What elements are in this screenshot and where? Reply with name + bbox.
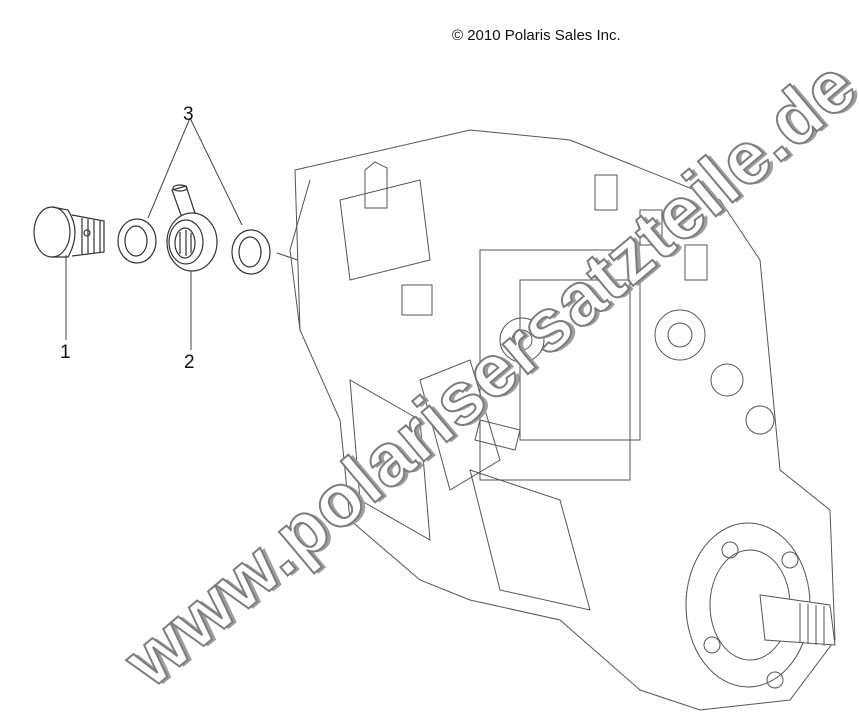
banjo-bolt-drawing xyxy=(33,206,105,258)
injection-pump-drawing xyxy=(289,129,836,711)
callout-1: 1 xyxy=(60,342,71,363)
copyright-text: © 2010 Polaris Sales Inc. xyxy=(452,27,621,44)
callout-3: 3 xyxy=(183,104,194,125)
banjo-fitting-drawing xyxy=(166,184,218,272)
sealing-washer-drawing xyxy=(117,218,271,275)
callout-2: 2 xyxy=(184,352,195,373)
